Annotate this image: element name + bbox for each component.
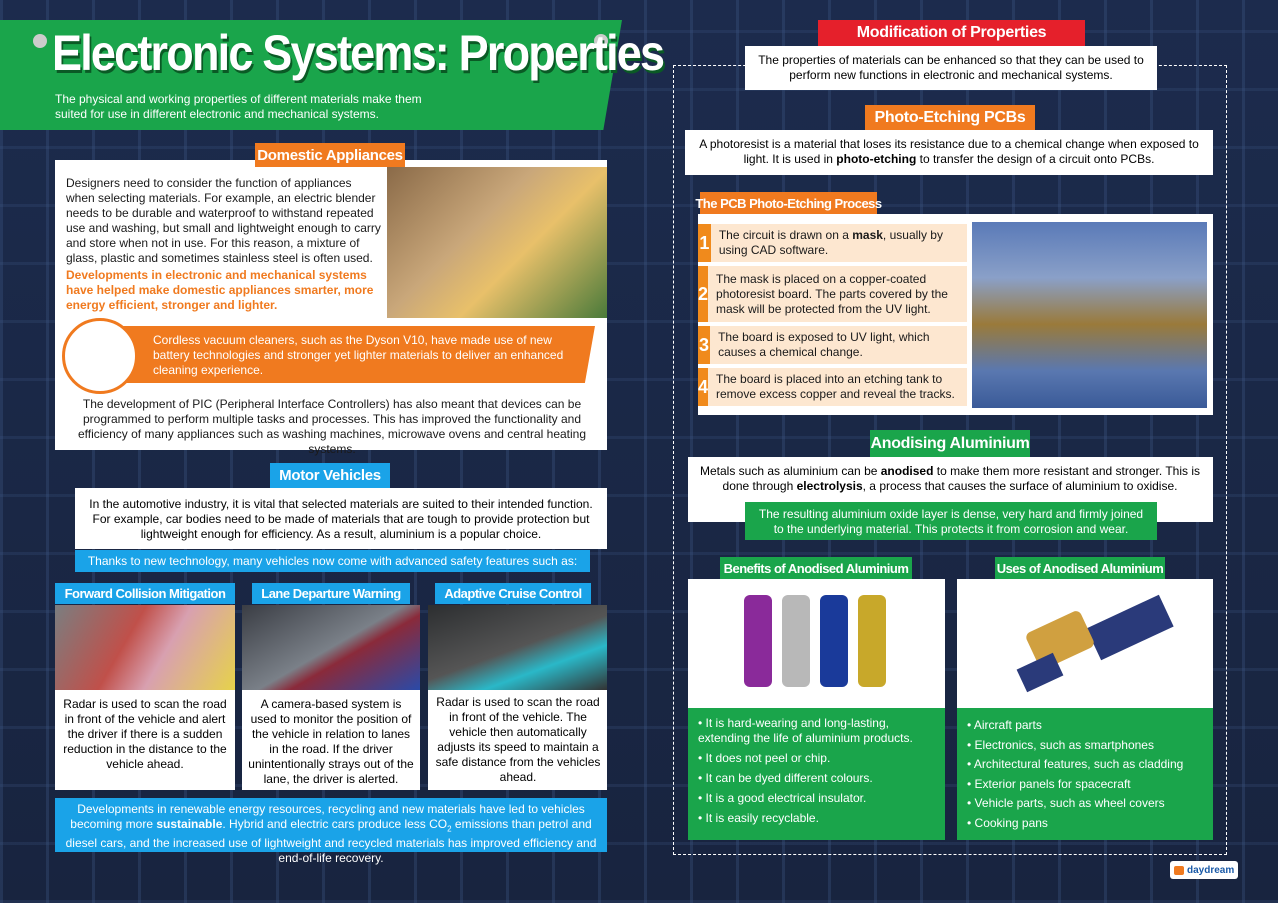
- modification-label: Modification of Properties: [818, 20, 1085, 46]
- vacuum-band: [90, 326, 595, 383]
- benefits-panel: [688, 579, 945, 708]
- collision-photo: [55, 605, 235, 690]
- water-bottles-image: [740, 595, 890, 687]
- bottle-silver: [782, 595, 810, 687]
- bottle-purple: [744, 595, 772, 687]
- photo-etching-label: Photo-Etching PCBs: [865, 105, 1035, 130]
- list-item: It does not peel or chip.: [698, 751, 935, 766]
- sustain-text: Developments in renewable energy resourc…: [70, 802, 585, 831]
- list-item: Aircraft parts: [967, 716, 1203, 736]
- step-text: The circuit is drawn on a mask, usually …: [711, 228, 967, 258]
- motor-text: In the automotive industry, it is vital …: [89, 497, 593, 541]
- oxide-band: The resulting aluminium oxide layer is d…: [745, 502, 1157, 540]
- sustain-text: . Hybrid and electric cars produce less …: [222, 817, 448, 831]
- modification-panel: [745, 46, 1157, 90]
- uses-label: Uses of Anodised Aluminium: [995, 557, 1165, 579]
- bottle-gold: [858, 595, 886, 687]
- satellite-image: [1016, 594, 1174, 693]
- feature-text: Radar is used to scan the road in front …: [63, 697, 227, 771]
- motor-label: Motor Vehicles: [270, 463, 390, 488]
- feature-title: Forward Collision Mitigation: [55, 583, 235, 604]
- sustain-bold: sustainable: [156, 817, 223, 831]
- photo-etching-panel: [685, 130, 1213, 175]
- uses-list-panel: Aircraft parts Electronics, such as smar…: [957, 708, 1213, 840]
- sustain-text: emissions than petrol and diesel cars, a…: [65, 817, 597, 866]
- step-number: 3: [698, 326, 711, 364]
- photo-etching-text: A photoresist is a material that loses i…: [690, 137, 1208, 167]
- photo-text: A photoresist is a material that loses i…: [699, 137, 1199, 166]
- anodising-text-part: , a process that causes the surface of a…: [862, 479, 1178, 493]
- process-label: The PCB Photo-Etching Process: [695, 192, 882, 214]
- sustainability-band: Developments in renewable energy resourc…: [55, 798, 607, 865]
- cruise-photo: [428, 605, 607, 690]
- feature-text: A camera-based system is used to monitor…: [248, 697, 414, 786]
- list-item: Cooking pans: [967, 814, 1203, 834]
- blender-photo: [387, 167, 607, 318]
- step-number: 4: [698, 368, 709, 406]
- vacuum-photo: [62, 318, 138, 394]
- modification-text: The properties of materials can be enhan…: [758, 53, 1144, 82]
- photo-bold: photo-etching: [836, 152, 917, 166]
- list-item: It is easily recyclable.: [698, 811, 935, 826]
- uv-exposure-photo: [972, 222, 1207, 408]
- step-text: The board is exposed to UV light, which …: [718, 330, 930, 359]
- step-text-part: , usually by using CAD software.: [718, 228, 943, 257]
- feature-text: Radar is used to scan the road in front …: [435, 695, 601, 784]
- page-title: Electronic Systems: Properties: [52, 25, 665, 81]
- step-bold: mask: [852, 228, 883, 242]
- bottle-blue: [820, 595, 848, 687]
- benefits-list: It is hard-wearing and long-lasting, ext…: [688, 708, 945, 834]
- step-text: The board is placed into an etching tank…: [716, 372, 955, 401]
- photo-text: to transfer the design of a circuit onto…: [916, 152, 1155, 166]
- list-item: Exterior panels for spacecraft: [967, 775, 1203, 795]
- list-item: It is a good electrical insulator.: [698, 791, 935, 806]
- anodising-text-part: Metals such as aluminium can be: [700, 464, 881, 478]
- step-text-part: The circuit is drawn on a: [718, 228, 853, 242]
- anodising-text: Metals such as aluminium can be anodised…: [700, 464, 1200, 494]
- screw-icon: [33, 34, 47, 48]
- list-item: It can be dyed different colours.: [698, 771, 935, 786]
- lane-photo: [242, 605, 420, 690]
- logo-icon: [1174, 865, 1184, 875]
- list-item: Vehicle parts, such as wheel covers: [967, 794, 1203, 814]
- domestic-text: Designers need to consider the function …: [66, 176, 381, 265]
- step-text: The mask is placed on a copper-coated ph…: [716, 271, 948, 316]
- list-item: It is hard-wearing and long-lasting, ext…: [698, 716, 935, 746]
- domestic-highlight: Developments in electronic and mechanica…: [66, 268, 374, 312]
- vacuum-text: Cordless vacuum cleaners, such as the Dy…: [153, 333, 564, 377]
- feature-title: Adaptive Cruise Control: [435, 583, 591, 604]
- logo-text: daydream: [1187, 864, 1235, 876]
- benefits-label: Benefits of Anodised Aluminium: [720, 557, 912, 579]
- title-banner: [0, 20, 622, 130]
- sustain-sub: 2: [447, 824, 452, 834]
- domestic-label: Domestic Appliances: [255, 143, 405, 167]
- step-number: 2: [698, 266, 709, 322]
- anodising-label: Anodising Aluminium: [870, 430, 1030, 457]
- safety-band: Thanks to new technology, many vehicles …: [75, 550, 590, 572]
- list-item: Electronics, such as smartphones: [967, 736, 1203, 756]
- anodising-bold: anodised: [880, 464, 934, 478]
- benefits-list-panel: It is hard-wearing and long-lasting, ext…: [688, 708, 945, 840]
- step-number: 1: [698, 224, 711, 262]
- daydream-logo: daydream: [1170, 861, 1238, 879]
- satellite-panel: [1086, 594, 1174, 661]
- feature-title: Lane Departure Warning: [252, 583, 410, 604]
- pic-text: The development of PIC (Peripheral Inter…: [77, 397, 587, 456]
- uses-list: Aircraft parts Electronics, such as smar…: [957, 708, 1213, 841]
- anodising-bold: electrolysis: [796, 479, 863, 493]
- motor-panel: [75, 488, 607, 549]
- anodising-text-part: to make them more resistant and stronger…: [722, 464, 1200, 493]
- screw-icon: [594, 34, 608, 48]
- page-subtitle: The physical and working properties of d…: [55, 92, 422, 121]
- list-item: Architectural features, such as cladding: [967, 755, 1203, 775]
